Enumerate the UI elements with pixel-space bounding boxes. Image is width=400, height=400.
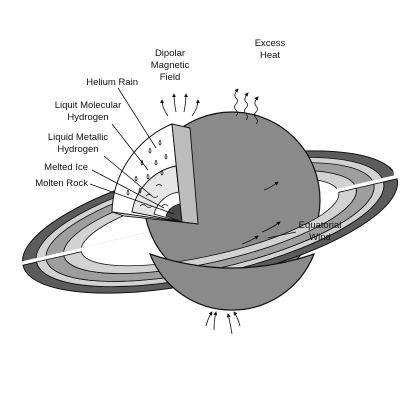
label-liquid-metallic-hydrogen-line1: Liquid Metallic <box>48 132 108 143</box>
magnetic-field-arrows-top <box>160 93 200 117</box>
label-melted-ice: Melted Ice <box>44 162 88 173</box>
label-helium-rain: Helium Rain <box>86 77 138 88</box>
label-excess-heat-line1: Excess <box>255 38 286 49</box>
leader-lines <box>89 87 297 239</box>
label-dipolar-magnetic-field-line1: Dipolar <box>155 48 185 59</box>
label-dipolar-magnetic-field-line2: Magnetic <box>151 60 190 71</box>
label-equatorial-wind-line2: Wind <box>309 232 331 243</box>
cutaway-base-face <box>111 211 199 225</box>
saturn-body-lower <box>148 253 316 311</box>
magnetic-field-arrows-bottom <box>205 311 241 335</box>
label-liquid-molecular-hydrogen-line1: Liquit Molecular <box>55 100 122 111</box>
ring-front-inner <box>63 187 357 274</box>
helium-rain-droplets <box>126 139 168 196</box>
label-liquid-metallic-hydrogen-line2: Hydrogen <box>57 144 98 155</box>
label-equatorial-wind-line1: Equatorial <box>299 220 342 231</box>
label-excess-heat-line2: Heat <box>260 50 280 61</box>
label-molten-rock: Molten Rock <box>35 178 88 189</box>
excess-heat-arrows <box>234 88 259 125</box>
label-liquid-molecular-hydrogen-line2: Hydrogen <box>67 112 108 123</box>
label-dipolar-magnetic-field-line3: Field <box>160 72 181 83</box>
labels: Dipolar Magnetic Field Excess Heat Heliu… <box>35 38 341 243</box>
interior-cutaway <box>111 123 199 225</box>
rings-front <box>22 178 399 294</box>
equatorial-wind-arrows <box>241 181 281 245</box>
